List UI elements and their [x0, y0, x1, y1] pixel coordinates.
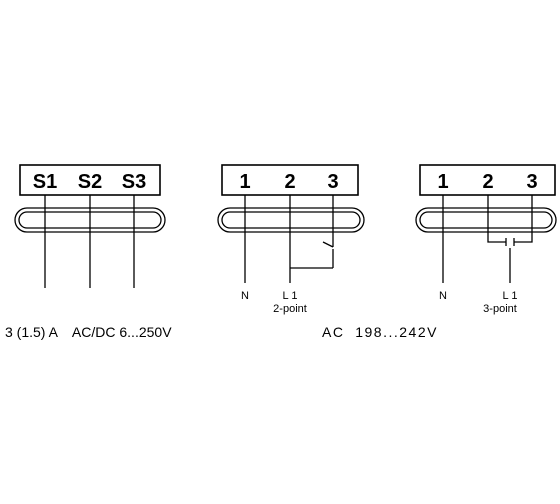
three-point-label-n: N — [439, 290, 447, 302]
aux-terminal-strip — [19, 164, 161, 196]
two-point-terminal-3: 3 — [327, 171, 338, 193]
three-point-cable-sheath-outer — [415, 207, 557, 233]
two-point-terminal-strip — [221, 164, 359, 196]
two-point-cable-sheath-inner — [221, 211, 361, 229]
three-point-wire-2 — [487, 195, 506, 243]
three-point-terminal-2: 2 — [482, 171, 493, 193]
aux-switch-rating: 3 (1.5) A AC/DC 6...250V — [5, 324, 172, 340]
three-point-wire-3 — [514, 195, 533, 243]
two-point-switch-blade — [322, 241, 334, 248]
three-point-cable-sheath-inner — [419, 211, 553, 229]
two-point-block: 1 2 3 N L 1 2-point — [217, 164, 365, 315]
two-point-terminal-2: 2 — [284, 171, 295, 193]
aux-terminal-s2: S2 — [78, 171, 102, 193]
aux-switch-block: S1 S2 S3 — [14, 164, 166, 288]
three-point-label-l1: L 1 — [503, 290, 518, 302]
two-point-mode-label: 2-point — [273, 303, 307, 315]
two-point-terminal-1: 1 — [239, 171, 250, 193]
aux-terminal-s1: S1 — [33, 171, 57, 193]
three-point-terminal-1: 1 — [437, 171, 448, 193]
two-point-cable-sheath-outer — [217, 207, 365, 233]
three-point-block: 1 2 3 N L 1 3-point — [415, 164, 557, 315]
two-point-label-n: N — [241, 290, 249, 302]
supply-rating: AC 198...242V — [322, 324, 438, 340]
aux-terminal-s3: S3 — [122, 171, 146, 193]
two-point-label-l1: L 1 — [283, 290, 298, 302]
three-point-mode-label: 3-point — [483, 303, 517, 315]
three-point-terminal-3: 3 — [526, 171, 537, 193]
